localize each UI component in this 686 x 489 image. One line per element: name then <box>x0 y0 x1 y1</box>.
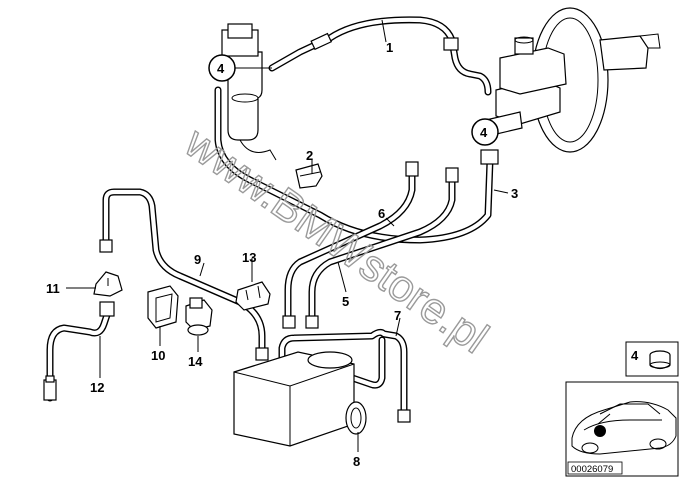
location-marker-icon <box>594 425 606 437</box>
svg-text:4: 4 <box>480 125 488 140</box>
brake-pipe-7[interactable] <box>278 328 411 423</box>
car-outline-icon <box>571 401 677 455</box>
pressure-accumulator[interactable] <box>221 23 263 141</box>
callout-9: 9 <box>194 252 201 267</box>
hydraulic-unit[interactable] <box>233 351 355 447</box>
callout-6: 6 <box>378 206 385 221</box>
leader-lines <box>66 19 509 452</box>
grommet-10[interactable] <box>147 285 179 329</box>
clip-13[interactable] <box>235 281 271 311</box>
brake-hose-12[interactable] <box>43 301 115 402</box>
callout-1: 1 <box>386 40 393 55</box>
brake-hose-1[interactable] <box>268 16 492 96</box>
reference-code: 00026079 <box>571 464 613 475</box>
svg-text:4: 4 <box>631 348 639 363</box>
master-cylinder[interactable] <box>485 36 567 137</box>
brake-pipe-6[interactable] <box>282 161 419 329</box>
watermark: www.BMWstore.pl <box>175 117 496 362</box>
sensor-14[interactable] <box>185 297 213 336</box>
car-location-inset: 00026079 <box>565 381 679 477</box>
callout-12: 12 <box>90 380 104 395</box>
clip-4-icon <box>649 350 671 370</box>
callout-14: 14 <box>188 354 203 369</box>
callout-5: 5 <box>342 294 349 309</box>
bracket-11[interactable] <box>93 271 123 297</box>
callout-7: 7 <box>394 308 401 323</box>
circled-callout-4-left: 4 <box>208 54 272 82</box>
circled-callout-4-right: 4 <box>471 118 499 146</box>
brake-pipe-9[interactable] <box>99 188 269 361</box>
callout-2: 2 <box>306 148 313 163</box>
grommet-8[interactable] <box>345 401 367 435</box>
callout-3: 3 <box>511 186 518 201</box>
svg-text:4: 4 <box>217 61 225 76</box>
brake-pipe-5[interactable] <box>305 167 459 329</box>
callout-8: 8 <box>353 454 360 469</box>
callout-11: 11 <box>46 281 60 296</box>
bracket-2[interactable] <box>295 163 323 189</box>
callout-10: 10 <box>151 348 165 363</box>
callout-13: 13 <box>242 250 256 265</box>
accumulator-line <box>239 139 277 161</box>
inset-clip-4: 4 <box>625 341 679 377</box>
